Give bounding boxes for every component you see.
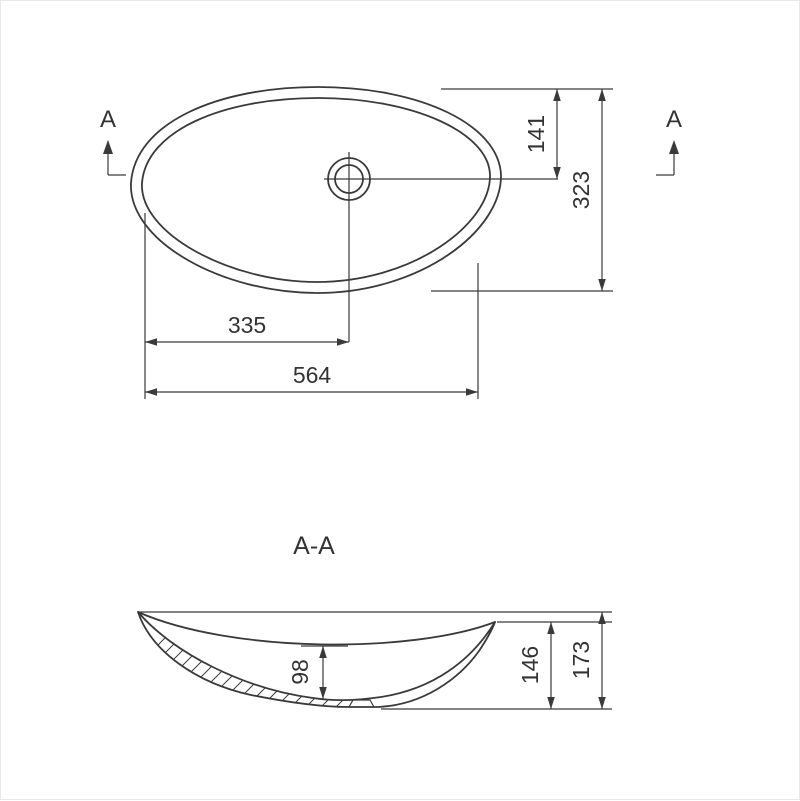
dim-value-98: 98: [287, 659, 313, 685]
hatch-line: [175, 612, 289, 707]
section-hatching: [138, 612, 439, 707]
section-view-title: A-A: [293, 532, 335, 560]
hatch-line: [138, 612, 229, 707]
basin-back-rim-curve: [137, 611, 496, 646]
dim-value-323: 323: [568, 171, 594, 209]
section-marker-left: A: [100, 106, 126, 176]
top-view: 141 323 335 564 A A: [100, 86, 682, 399]
section-marker-right: A: [656, 106, 682, 176]
hatch-line: [138, 612, 214, 707]
hatch-line: [160, 612, 274, 707]
section-marker-right-arrow-icon: [669, 140, 679, 154]
dim-value-173: 173: [568, 641, 594, 679]
section-view: A-A: [137, 532, 612, 710]
dim-value-564: 564: [293, 362, 332, 388]
section-marker-left-label: A: [100, 106, 116, 133]
basin-inner-rim: [141, 97, 491, 283]
dim-value-335: 335: [228, 312, 266, 338]
section-marker-right-label: A: [666, 106, 682, 133]
drain-boss: [348, 699, 375, 708]
section-marker-left-arrow-icon: [103, 140, 113, 154]
basin-outer-rim: [130, 86, 502, 294]
dim-value-146: 146: [517, 646, 543, 684]
hatch-line: [325, 612, 439, 707]
dim-value-141: 141: [523, 115, 549, 153]
basin-section-shell: [137, 611, 496, 708]
